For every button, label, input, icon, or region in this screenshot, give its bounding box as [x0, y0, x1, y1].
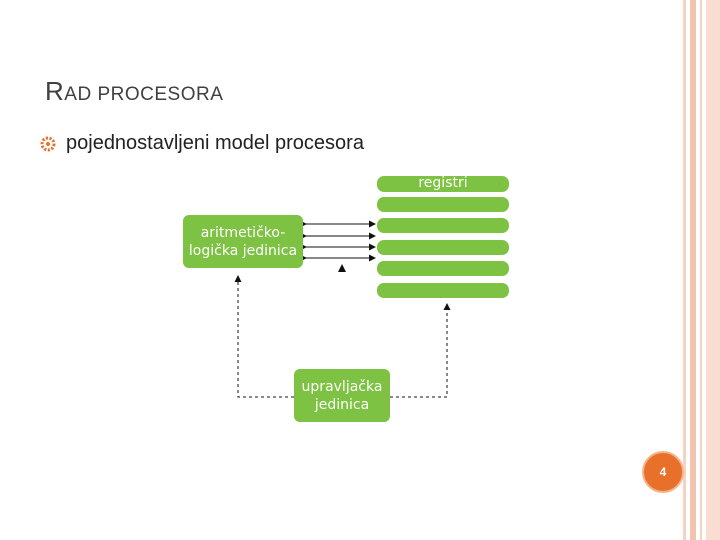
- title-first-letter: R: [45, 76, 65, 106]
- register-bar: [377, 283, 509, 298]
- small-up-arrow: [338, 264, 346, 272]
- frame-line: [683, 0, 686, 540]
- title-rest: AD PROCESORA: [64, 84, 224, 105]
- register-bar: [377, 261, 509, 276]
- bullet-text: pojednostavljeni model procesora: [66, 132, 364, 154]
- alu-label-line1: aritmetičko-: [200, 224, 286, 241]
- frame-line: [706, 0, 720, 540]
- control-unit-label-line2: jedinica: [314, 396, 370, 413]
- alu-box: aritmetičko- logička jedinica: [183, 215, 303, 268]
- control-line-registers: [390, 303, 451, 398]
- register-bar: [377, 176, 509, 192]
- control-line-alu: [234, 275, 294, 398]
- frame-line: [700, 0, 702, 540]
- registers-label: registri: [418, 175, 468, 191]
- gear-bullet-icon: [40, 136, 56, 151]
- bullet-item: pojednostavljeni model procesora: [40, 132, 364, 155]
- alu-label-line2: logička jedinica: [188, 242, 298, 259]
- register-bar: [377, 197, 509, 212]
- slide-title: RAD PROCESORA: [45, 76, 223, 107]
- page-number-badge: 4: [642, 451, 684, 493]
- register-bar: [377, 218, 509, 233]
- register-bar: [377, 240, 509, 255]
- control-unit-label-line1: upravljačka: [301, 378, 383, 395]
- frame-line: [690, 0, 696, 540]
- control-unit-box: upravljačka jedinica: [294, 369, 390, 422]
